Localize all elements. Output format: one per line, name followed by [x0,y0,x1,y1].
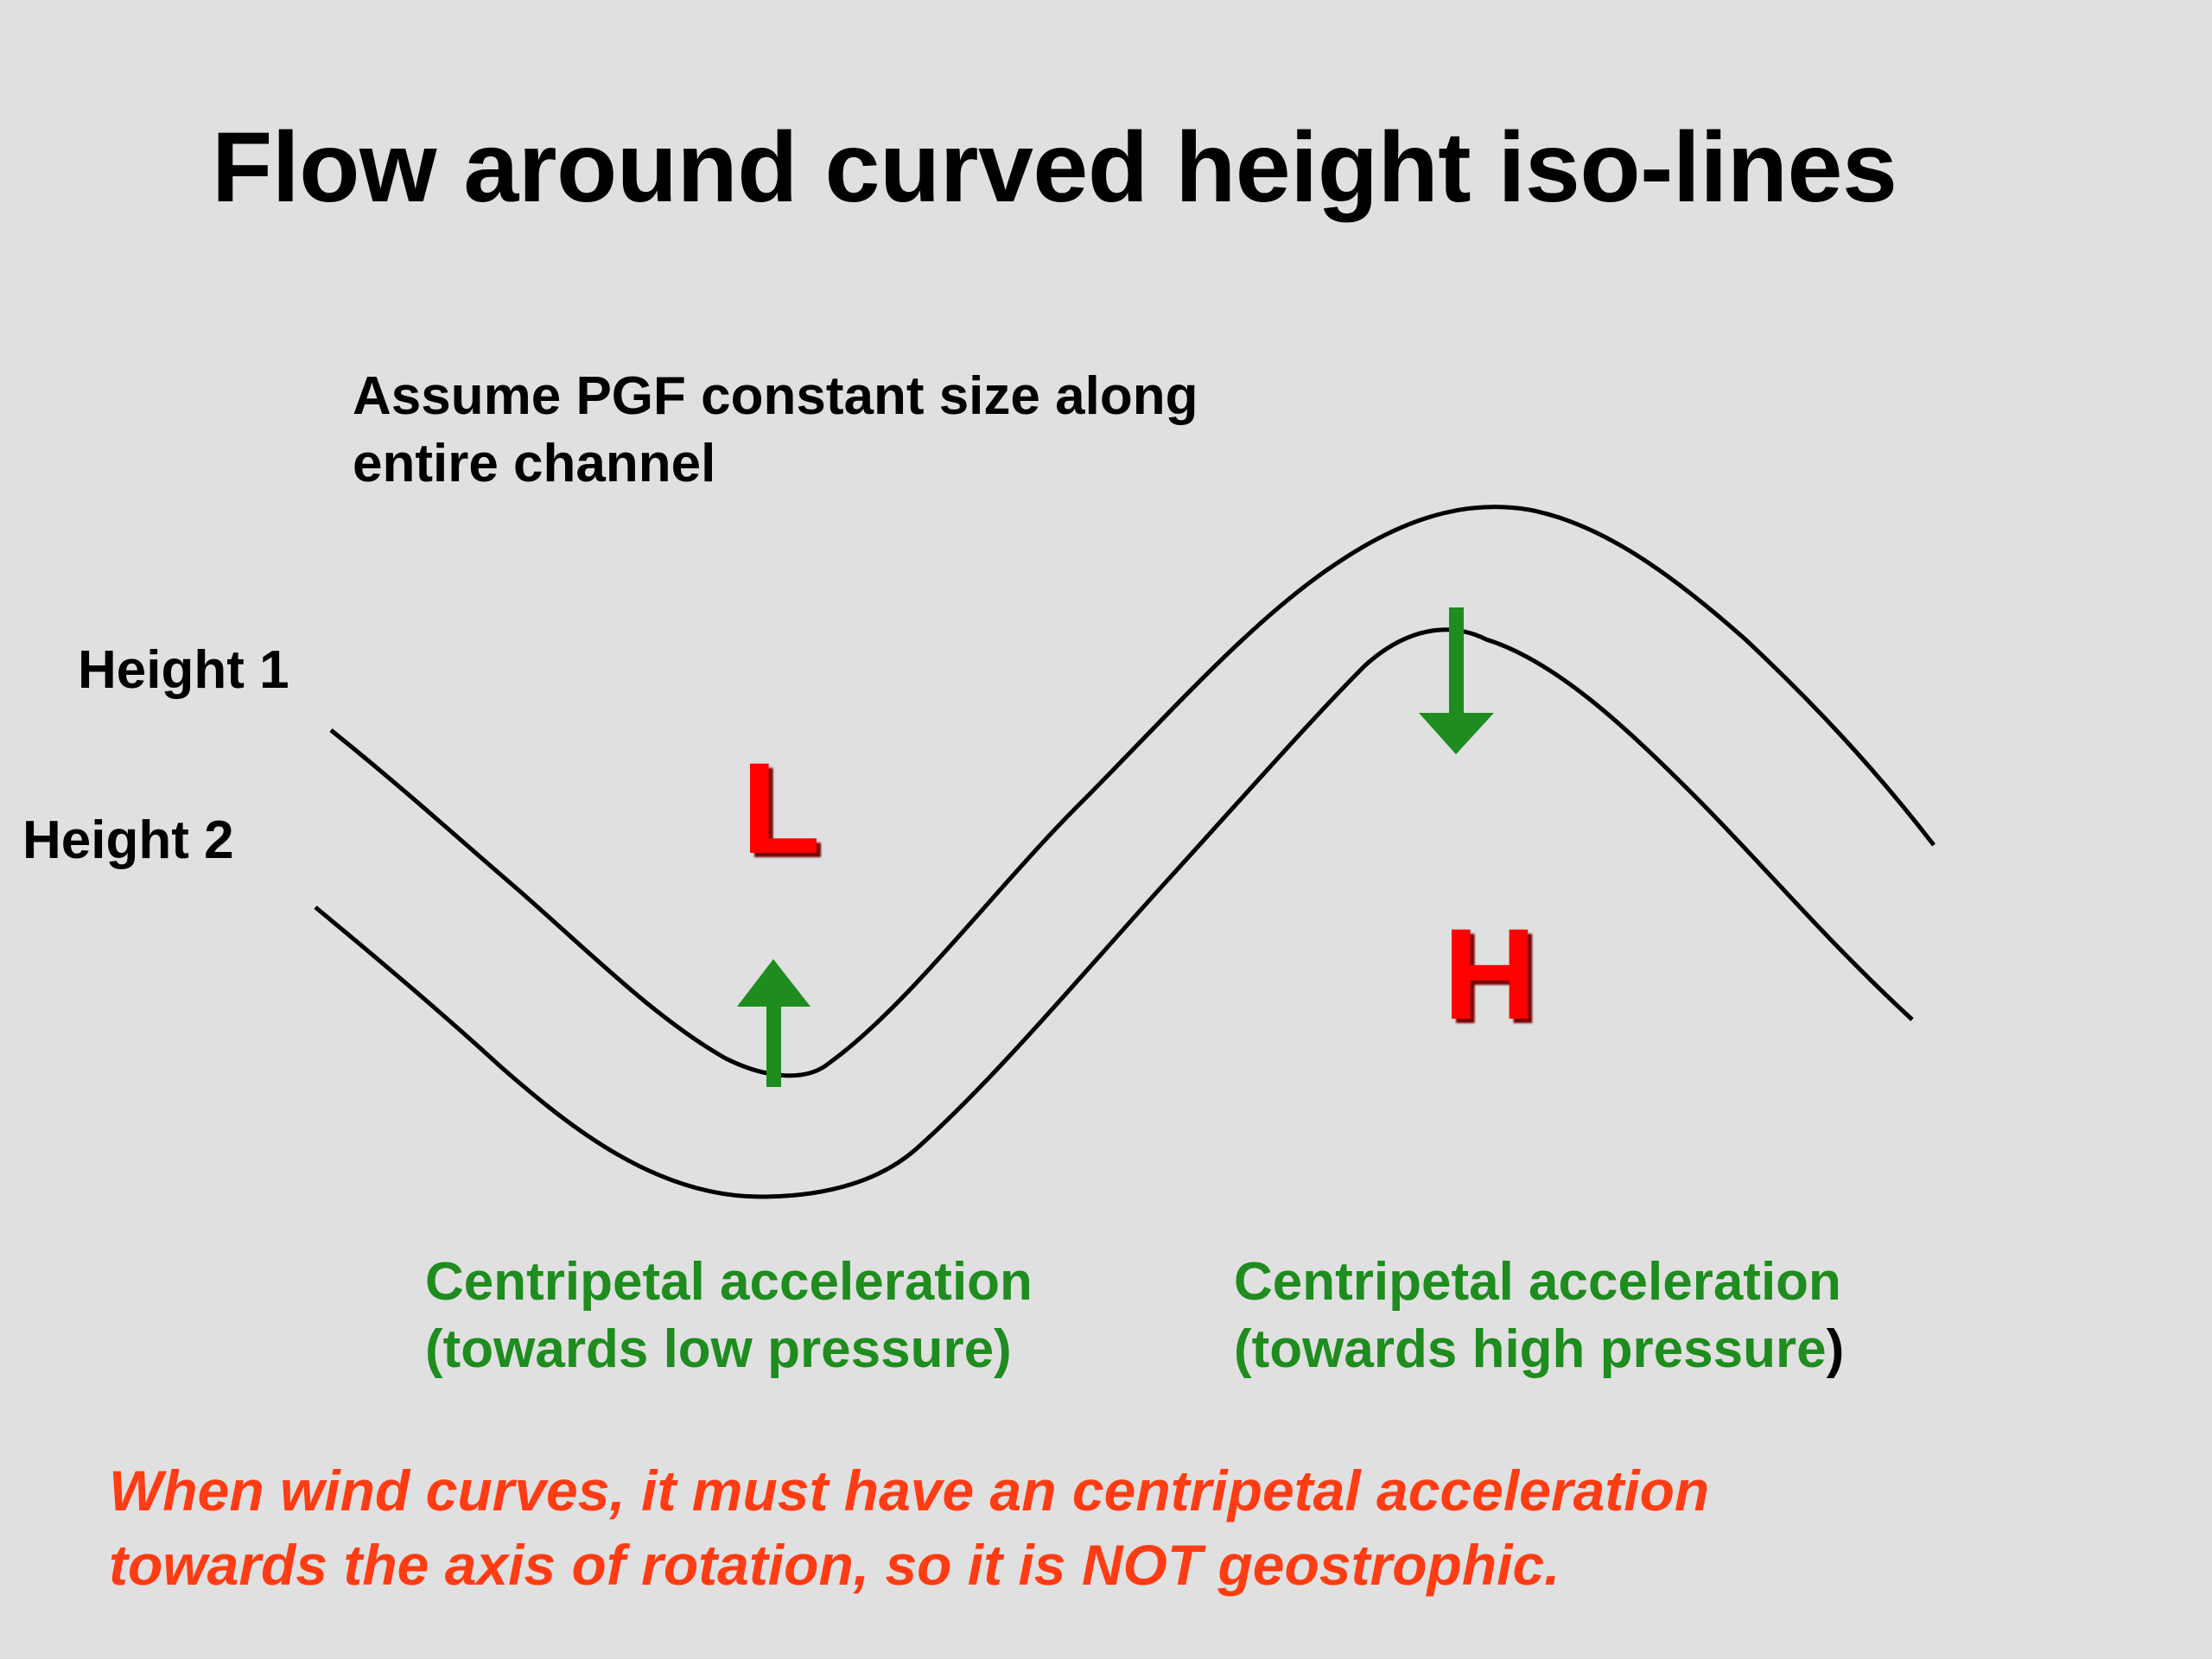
arrow-up-icon [737,959,810,1087]
slide-title: Flow around curved height iso-lines [212,112,1897,223]
height-1-label: Height 1 [78,640,289,700]
height-2-isoline [314,627,1914,1199]
assumption-line-1: Assume PGF constant size along [353,366,1198,426]
centripetal-low-caption: Centripetal acceleration (towards low pr… [425,1249,1033,1383]
arrow-down-icon [1419,607,1494,754]
assumption-line-2: entire channel [353,434,716,493]
height-1-isoline [329,505,1936,1078]
centripetal-high-caption: Centripetal acceleration (towards high p… [1234,1249,1844,1383]
conclusion-line-2: towards the axis of rotation, so it is N… [109,1533,1560,1597]
centripetal-high-line-2: (towards high pressure) [1234,1316,1844,1383]
centripetal-high-line-2-text: (towards high pressure [1234,1319,1827,1379]
height-2-label: Height 2 [22,810,234,870]
assumption-note: Assume PGF constant size along entire ch… [353,363,1198,498]
low-pressure-label: L [741,735,821,880]
centripetal-low-line-2: (towards low pressure) [425,1319,1012,1379]
centripetal-high-line-1: Centripetal acceleration [1234,1252,1841,1312]
conclusion-note: When wind curves, it must have an centri… [109,1453,1709,1602]
centripetal-low-line-1: Centripetal acceleration [425,1252,1033,1312]
centripetal-high-closing-paren: ) [1826,1319,1845,1379]
high-pressure-label: H [1443,901,1537,1046]
conclusion-line-1: When wind curves, it must have an centri… [109,1459,1710,1522]
